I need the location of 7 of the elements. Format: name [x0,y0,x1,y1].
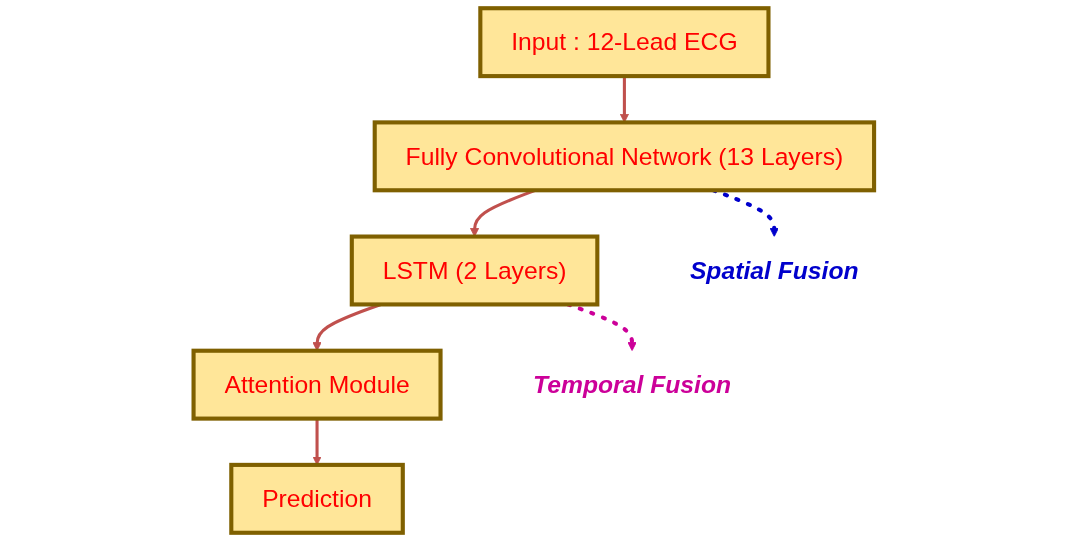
node-box: LSTM (2 Layers) [349,234,600,307]
node-box: Input : 12-Lead ECG [478,6,771,79]
node-text: Spatial Fusion [689,256,859,284]
node-box: Attention Module [191,348,443,421]
node-box: Fully Convolutional Network (13 Layers) [372,120,877,193]
node-box: Prediction [229,462,405,535]
node-text: Temporal Fusion [533,370,732,399]
